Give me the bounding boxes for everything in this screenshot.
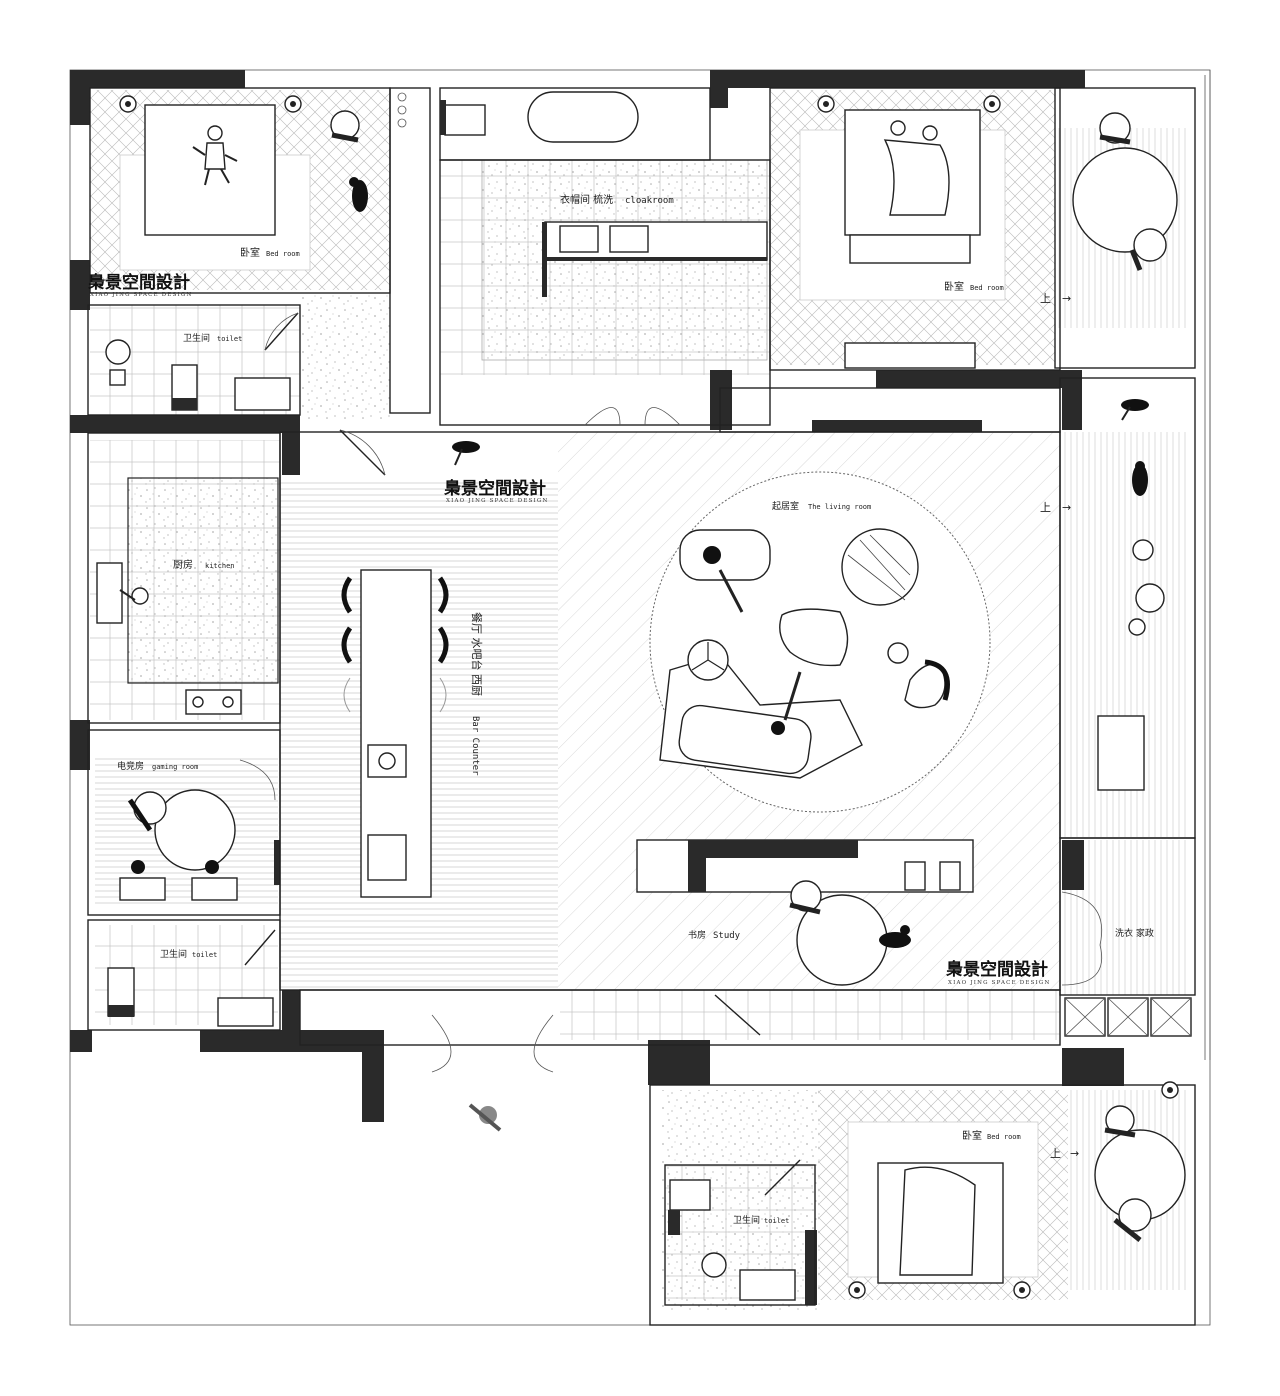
kitchen-island	[127, 477, 279, 684]
toilet-se-label: 卫生间	[733, 1214, 760, 1226]
brand-logo-1: 梟景空間設計	[87, 272, 190, 293]
laundry-label: 洗衣 家政	[1115, 927, 1154, 939]
chair-icon	[330, 110, 360, 143]
lounge-chair	[1097, 715, 1145, 791]
bedroom-nw-label: 卧室	[240, 246, 260, 259]
lamp-icon	[1121, 399, 1149, 421]
brand-sub-2: XIAO JING SPACE DESIGN	[446, 498, 549, 504]
armchair-icon	[887, 642, 950, 709]
washbasin	[217, 997, 274, 1027]
toilet-icon	[105, 339, 131, 365]
stair-up-label-se: 上	[1050, 1147, 1061, 1160]
gaming-label-en: gaming room	[152, 763, 198, 771]
dining-label: 餐厅 水吧台 西厨	[470, 612, 484, 696]
walking-person-icon	[468, 1103, 502, 1132]
chair-icon	[1128, 583, 1165, 636]
gaming-desk	[119, 877, 166, 901]
toilet-nw-label-en: toilet	[217, 335, 242, 343]
bar-stool-icon	[341, 576, 449, 713]
stair-up-label: 上	[1040, 292, 1051, 305]
dining-label-en: Bar Counter	[470, 716, 480, 776]
chair-icon	[1129, 228, 1167, 271]
chair-icon	[1099, 112, 1131, 145]
study-label-en: Study	[713, 931, 741, 941]
corridor-nw-floor	[300, 295, 390, 420]
washbasin	[739, 1269, 796, 1301]
bar-sink	[367, 834, 407, 881]
stair-up-label-east: 上	[1040, 501, 1051, 514]
bed-nw	[144, 104, 276, 236]
toilet-icon	[701, 1252, 727, 1278]
induction-hob	[367, 744, 407, 778]
rattan-chair	[841, 528, 919, 606]
bedroom-ne-label: 卧室	[944, 280, 964, 293]
washbasin	[234, 377, 291, 411]
kitchen-label: 厨房	[173, 558, 193, 571]
bedroom-nw-label-en: Bed room	[266, 250, 300, 258]
living-label-en: The living room	[808, 503, 871, 511]
chair-icon	[1113, 1198, 1152, 1242]
bench	[849, 234, 971, 264]
kitchen-sink	[96, 562, 123, 624]
toilet-w-label-en: toilet	[192, 951, 217, 959]
cook-person-icon	[119, 587, 149, 605]
washer-icon	[1064, 997, 1192, 1037]
pouf	[679, 529, 771, 581]
stair-arrow-east: →	[1062, 501, 1071, 514]
lamp-icon	[452, 441, 480, 466]
living-label: 起居室	[772, 500, 799, 512]
stair-arrow: →	[1062, 292, 1071, 305]
lounging-person-icon	[771, 671, 802, 735]
dog-icon	[1132, 461, 1148, 496]
brand-logo-3: 梟景空間設計	[945, 959, 1048, 980]
bedroom-ne-label-en: Bed room	[970, 284, 1004, 292]
sleeping-person-icon	[192, 125, 238, 186]
brand-sub-1: XIAO JING SPACE DESIGN	[90, 292, 193, 298]
cooktop	[185, 689, 242, 715]
shelf-icon	[397, 92, 407, 128]
window-bench	[844, 342, 976, 369]
cloakroom-label-en: cloakroom	[625, 196, 674, 206]
dog-icon	[349, 177, 368, 212]
study-label: 书房	[688, 929, 706, 941]
stair-arrow-se: →	[1070, 1147, 1079, 1160]
brand-logo-2: 梟景空間設計	[443, 478, 546, 499]
side-table	[1132, 539, 1154, 561]
kitchen-label-en: kitchen	[205, 562, 235, 570]
chair-icon	[789, 880, 822, 915]
coffee-table	[779, 608, 849, 667]
dog-icon	[879, 925, 911, 948]
gaming-label: 电竞房	[117, 760, 144, 772]
walls	[70, 70, 1124, 1305]
bedroom-se-label-en: Bed room	[987, 1133, 1021, 1141]
sink	[609, 225, 649, 253]
shower-tray	[669, 1179, 711, 1211]
cloakroom-label: 衣帽间 梳洗	[560, 193, 613, 206]
south-corridor-floor	[560, 990, 1060, 1040]
brand-sub-3: XIAO JING SPACE DESIGN	[948, 980, 1051, 986]
bedroom-se-label: 卧室	[962, 1129, 982, 1142]
toilet-se-label-en: toilet	[764, 1217, 789, 1225]
sink	[559, 225, 599, 253]
sleeping-couple-icon	[883, 120, 950, 216]
reading-person-icon	[703, 546, 744, 613]
cabinet	[444, 104, 486, 136]
round-rug	[1072, 147, 1178, 253]
doors	[239, 312, 1103, 1196]
gaming-chair-icon	[127, 791, 167, 832]
toilet-w-label: 卫生间	[160, 948, 187, 960]
gaming-desk	[191, 877, 238, 901]
partitions	[87, 87, 1196, 1326]
bathtub	[527, 91, 639, 143]
gaming-rug	[154, 789, 236, 871]
chair-icon	[1104, 1105, 1136, 1138]
toilet-nw-label: 卫生间	[183, 332, 210, 344]
